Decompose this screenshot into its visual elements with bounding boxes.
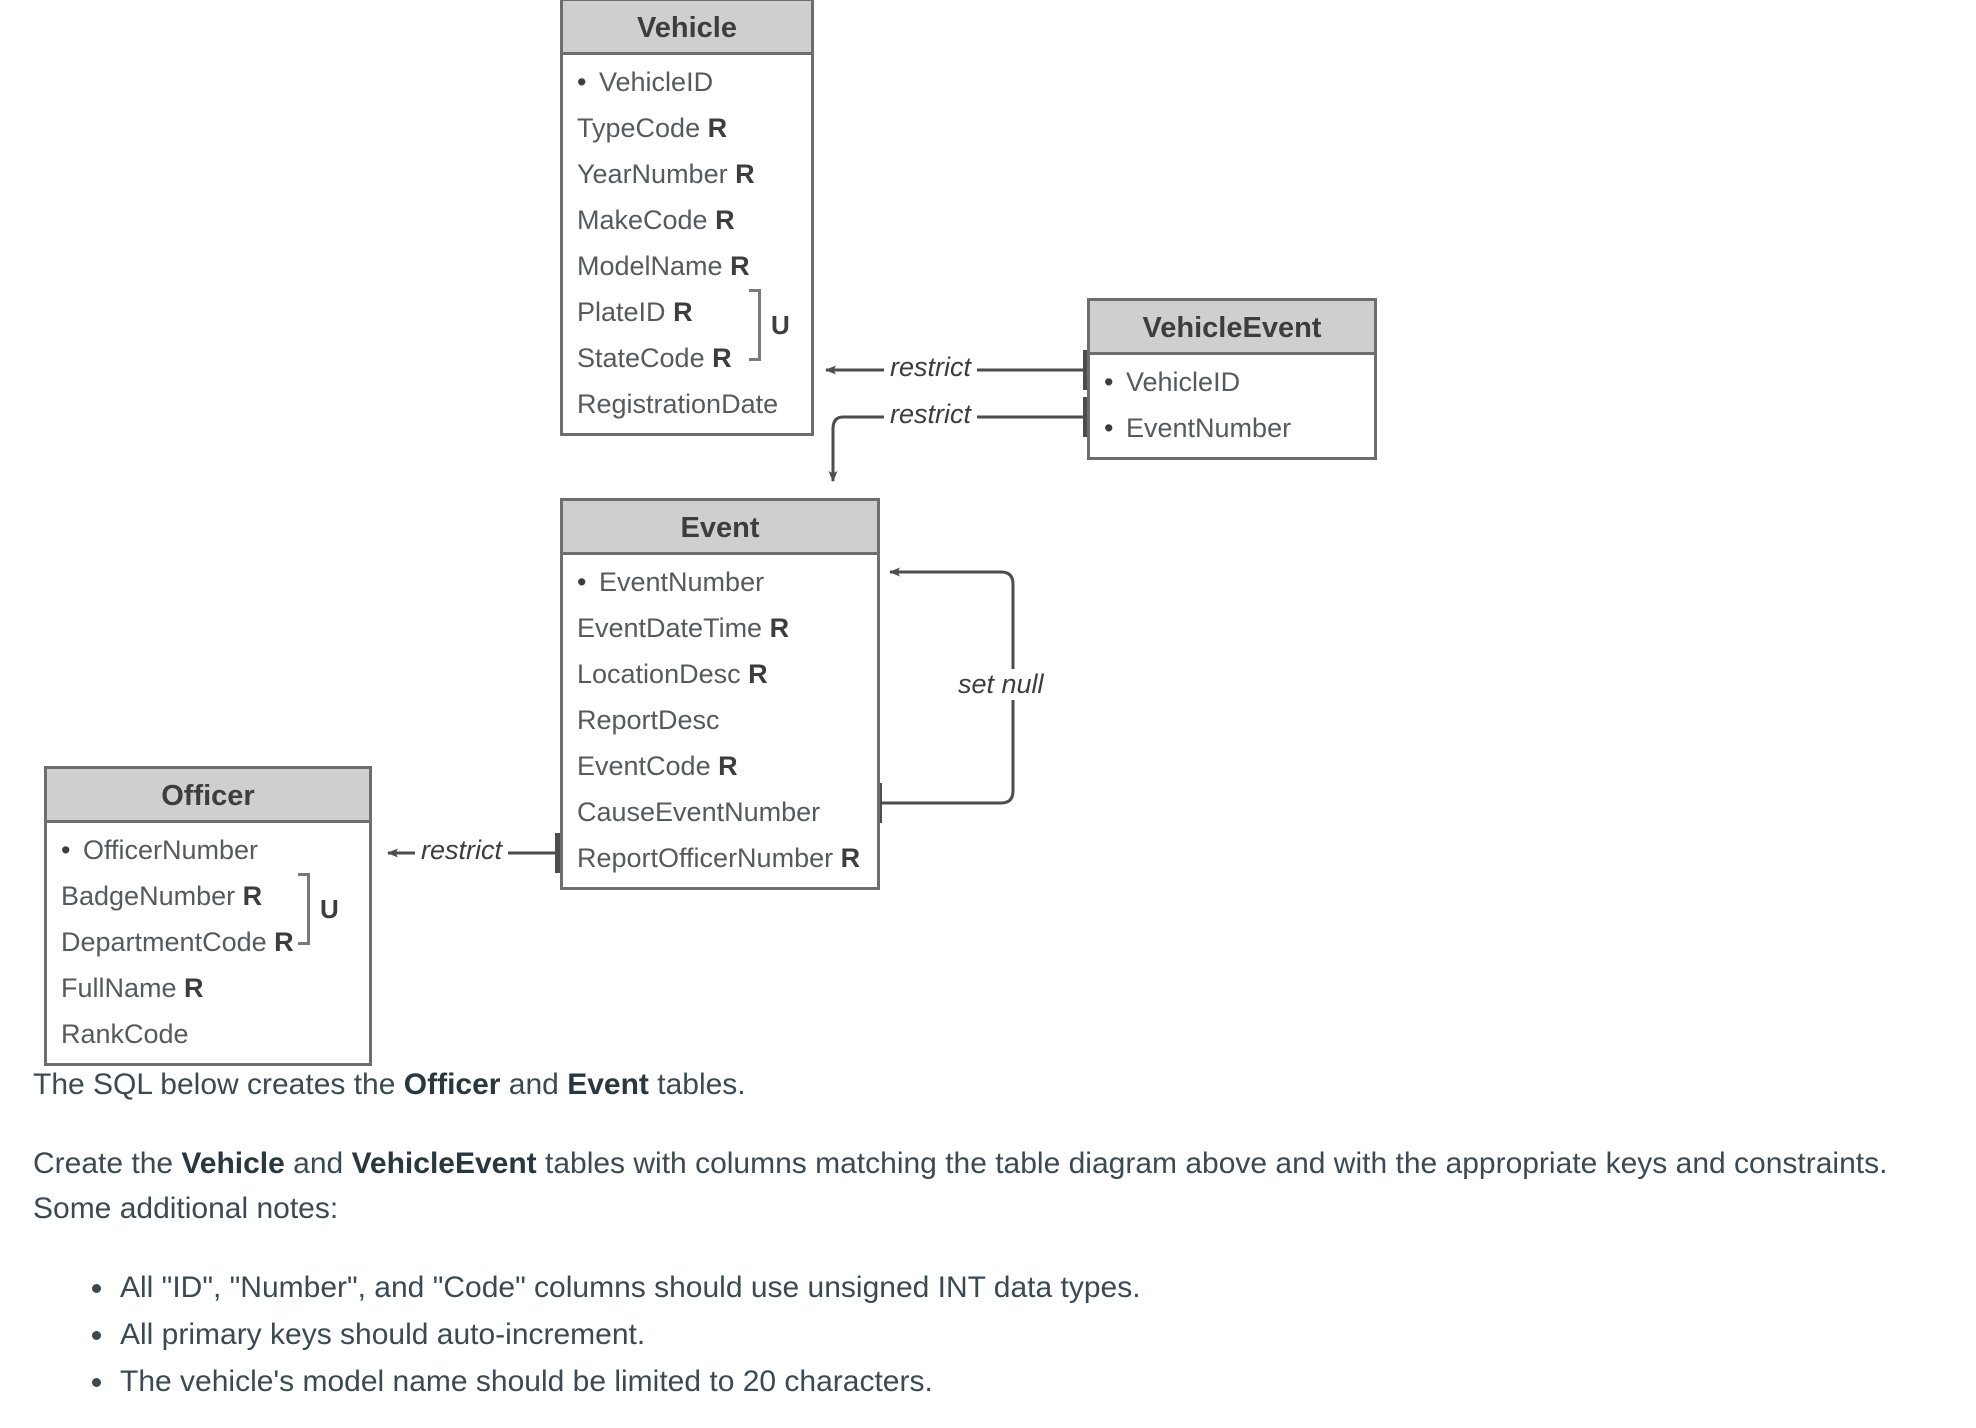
column-name: VehicleID (1126, 367, 1241, 397)
table-ref-officer: Officer (403, 1068, 501, 1101)
required-flag: R (718, 751, 738, 781)
er-diagram: Vehicle • VehicleID TypeCode R YearNumber… (44, 0, 1377, 1066)
required-flag: R (735, 159, 755, 189)
list-item: The vehicle's model name should be limit… (92, 1359, 1976, 1404)
column-name: EventDateTime (577, 613, 763, 643)
table-body-vehicleevent: • VehicleID • EventNumber (1090, 355, 1374, 457)
column-row: EventDateTime R (563, 605, 877, 651)
table-ref-vehicle: Vehicle (181, 1147, 285, 1180)
pk-bullet-icon: • (61, 835, 71, 865)
column-row: MakeCode R (563, 197, 811, 243)
column-name: CauseEventNumber (577, 797, 821, 827)
instructions-section: The SQL below creates the Officer and Ev… (0, 1062, 1976, 1406)
column-row: YearNumber R (563, 151, 811, 197)
table-title-vehicleevent: VehicleEvent (1090, 301, 1374, 355)
required-flag: R (730, 251, 750, 281)
column-name: BadgeNumber (61, 881, 236, 911)
relationship-label-set-null: set null (952, 669, 1050, 700)
column-name: ReportOfficerNumber (577, 843, 834, 873)
column-row: ReportOfficerNumber R (563, 835, 877, 881)
column-name: ModelName (577, 251, 723, 281)
column-name: ReportDesc (577, 705, 720, 735)
column-name: PlateID (577, 297, 666, 327)
text-segment: tables with columns matching the table d… (33, 1147, 1888, 1225)
column-row: CauseEventNumber (563, 789, 877, 835)
column-row: PlateID R (563, 289, 811, 335)
table-event[interactable]: Event • EventNumber EventDateTime R Locat… (560, 498, 880, 890)
paragraph-task: Create the Vehicle and VehicleEvent tabl… (0, 1141, 1976, 1231)
text-segment: Create the (33, 1147, 182, 1180)
table-title-officer: Officer (47, 769, 369, 823)
relationship-label-restrict-vehicle: restrict (884, 352, 977, 383)
relationship-label-restrict-event: restrict (884, 399, 977, 430)
column-name: MakeCode (577, 205, 708, 235)
column-row: • VehicleID (1090, 359, 1374, 405)
column-name: StateCode (577, 343, 705, 373)
table-officer[interactable]: Officer • OfficerNumber BadgeNumber R Dep… (44, 766, 372, 1066)
required-flag: R (748, 659, 768, 689)
column-row: • EventNumber (1090, 405, 1374, 451)
text-segment: and (284, 1147, 352, 1180)
column-name: RegistrationDate (577, 389, 779, 419)
required-flag: R (769, 613, 790, 643)
column-name: RankCode (61, 1019, 189, 1049)
column-name: VehicleID (599, 67, 714, 97)
column-row: LocationDesc R (563, 651, 877, 697)
table-body-vehicle: • VehicleID TypeCode R YearNumber R MakeC… (563, 55, 811, 433)
column-name: DepartmentCode (61, 927, 267, 957)
required-flag: R (184, 973, 204, 1003)
pk-bullet-icon: • (577, 67, 587, 97)
column-name: EventNumber (599, 567, 765, 597)
column-row: RankCode (47, 1011, 369, 1057)
list-item: All "ID", "Number", and "Code" columns s… (92, 1265, 1976, 1310)
pk-bullet-icon: • (577, 567, 587, 597)
column-row: ModelName R (563, 243, 811, 289)
column-row: ReportDesc (563, 697, 877, 743)
column-name: OfficerNumber (83, 835, 259, 865)
required-flag: R (274, 927, 294, 957)
column-row: • VehicleID (563, 59, 811, 105)
column-row: DepartmentCode R (47, 919, 369, 965)
paragraph-sql-intro: The SQL below creates the Officer and Ev… (0, 1062, 1976, 1107)
pk-bullet-icon: • (1104, 367, 1114, 397)
text-segment: tables. (648, 1068, 746, 1101)
text-segment: The SQL below creates the (33, 1068, 404, 1101)
required-flag: R (840, 843, 861, 873)
pk-bullet-icon: • (1104, 413, 1114, 443)
required-flag: R (712, 343, 732, 373)
table-vehicle[interactable]: Vehicle • VehicleID TypeCode R YearNumber… (560, 0, 814, 436)
column-row: • EventNumber (563, 559, 877, 605)
required-flag: R (707, 113, 728, 143)
text-segment: and (500, 1068, 568, 1101)
table-ref-event: Event (567, 1068, 649, 1101)
column-name: LocationDesc (577, 659, 741, 689)
column-row: TypeCode R (563, 105, 811, 151)
table-body-officer: • OfficerNumber BadgeNumber R DepartmentC… (47, 823, 369, 1063)
required-flag: R (673, 297, 693, 327)
required-flag: R (242, 881, 263, 911)
list-item: All primary keys should auto-increment. (92, 1312, 1976, 1357)
column-name: EventNumber (1126, 413, 1292, 443)
column-row: FullName R (47, 965, 369, 1011)
column-row: StateCode R (563, 335, 811, 381)
additional-notes-list: All "ID", "Number", and "Code" columns s… (0, 1265, 1976, 1404)
column-name: FullName (61, 973, 177, 1003)
column-name: EventCode (577, 751, 711, 781)
column-row: BadgeNumber R (47, 873, 369, 919)
table-body-event: • EventNumber EventDateTime R LocationDes… (563, 555, 877, 887)
column-row: • OfficerNumber (47, 827, 369, 873)
column-row: RegistrationDate (563, 381, 811, 427)
table-title-event: Event (563, 501, 877, 555)
table-title-vehicle: Vehicle (563, 1, 811, 55)
table-vehicleevent[interactable]: VehicleEvent • VehicleID • EventNumber (1087, 298, 1377, 460)
relationship-label-restrict-officer: restrict (415, 835, 508, 866)
required-flag: R (715, 205, 735, 235)
table-ref-vehicleevent: VehicleEvent (351, 1147, 537, 1180)
column-name: TypeCode (577, 113, 701, 143)
column-row: EventCode R (563, 743, 877, 789)
column-name: YearNumber (577, 159, 728, 189)
